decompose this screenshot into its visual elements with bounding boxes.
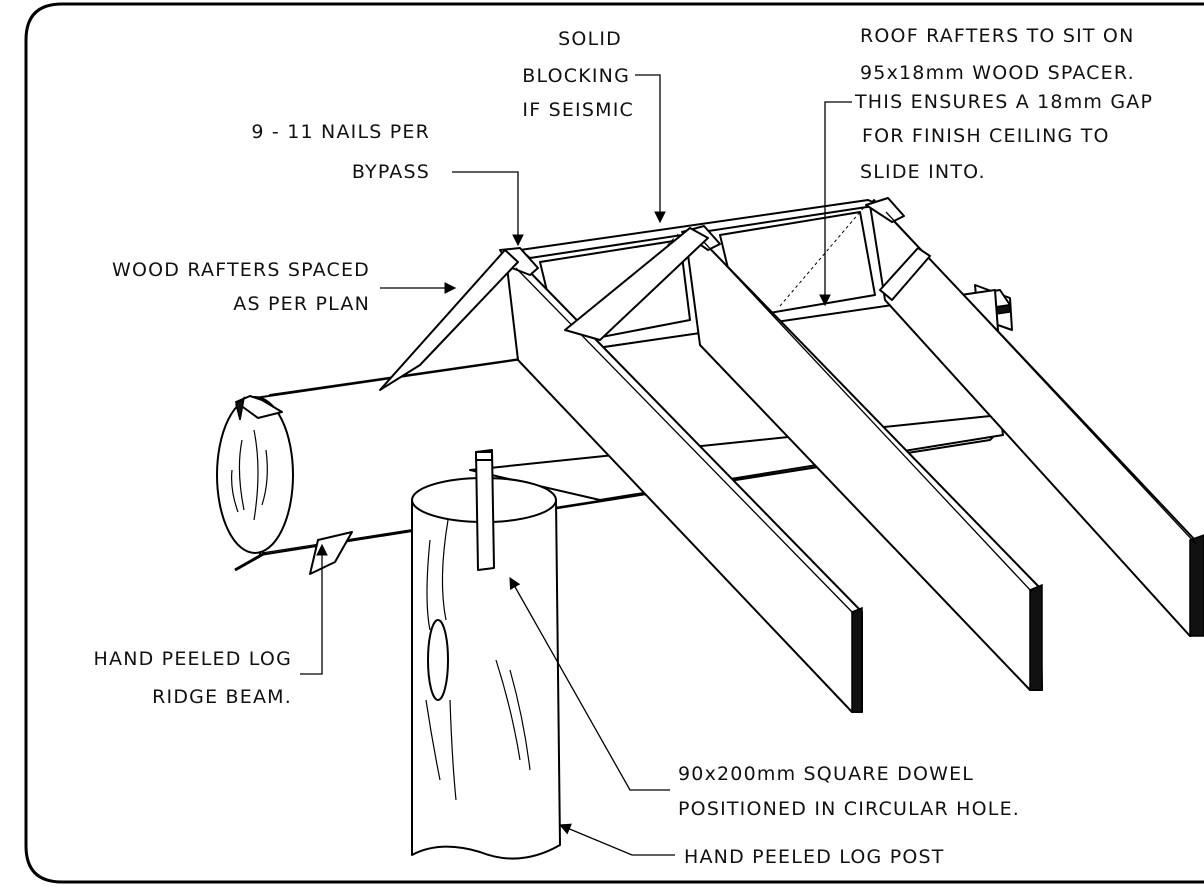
svg-text:THIS ENSURES A 18mm GAP: THIS ENSURES A 18mm GAP — [854, 91, 1153, 113]
svg-text:FOR FINISH CEILING TO: FOR FINISH CEILING TO — [862, 125, 1110, 147]
svg-text:HAND PEELED LOG POST: HAND PEELED LOG POST — [684, 846, 945, 868]
svg-text:9 - 11 NAILS PER: 9 - 11 NAILS PER — [251, 121, 430, 143]
label-wood-rafters: WOOD RAFTERS SPACED AS PER PLAN — [112, 259, 370, 315]
svg-text:WOOD RAFTERS SPACED: WOOD RAFTERS SPACED — [112, 259, 370, 281]
svg-text:AS PER PLAN: AS PER PLAN — [233, 293, 370, 315]
svg-text:ROOF RAFTERS TO SIT ON: ROOF RAFTERS TO SIT ON — [860, 25, 1135, 47]
label-dowel: 90x200mm SQUARE DOWEL POSITIONED IN CIRC… — [678, 763, 1020, 820]
rafter-2 — [564, 225, 1043, 691]
svg-text:SLIDE INTO.: SLIDE INTO. — [860, 161, 986, 183]
label-solid-blocking: SOLID BLOCKING IF SEISMIC — [522, 28, 634, 121]
svg-text:90x200mm SQUARE DOWEL: 90x200mm SQUARE DOWEL — [678, 763, 974, 785]
roof-rafters-leader — [819, 101, 852, 307]
dowel-leader — [509, 576, 670, 791]
blocking-hidden-line-2 — [779, 204, 867, 307]
solid-blocking-leader — [635, 74, 666, 224]
label-nails: 9 - 11 NAILS PER BYPASS — [251, 121, 430, 183]
log-post — [411, 449, 561, 860]
post-leader — [558, 823, 675, 856]
nails-leader — [452, 171, 524, 247]
svg-text:RIDGE BEAM.: RIDGE BEAM. — [152, 686, 292, 708]
label-post: HAND PEELED LOG POST — [684, 846, 945, 868]
svg-text:95x18mm WOOD SPACER.: 95x18mm WOOD SPACER. — [860, 62, 1135, 84]
rafter-1 — [379, 247, 863, 713]
svg-text:HAND PEELED LOG: HAND PEELED LOG — [94, 648, 292, 670]
svg-text:SOLID: SOLID — [558, 28, 622, 50]
label-ridge-beam: HAND PEELED LOG RIDGE BEAM. — [94, 648, 292, 708]
svg-text:IF SEISMIC: IF SEISMIC — [522, 99, 634, 121]
svg-text:POSITIONED IN CIRCULAR HOLE.: POSITIONED IN CIRCULAR HOLE. — [678, 798, 1020, 820]
drawing-border — [24, 2, 1204, 884]
rafter-3 — [865, 197, 1204, 637]
ridge-beam-leader — [300, 543, 328, 675]
label-roof-rafters: ROOF RAFTERS TO SIT ON 95x18mm WOOD SPAC… — [854, 25, 1153, 183]
svg-text:BYPASS: BYPASS — [352, 161, 430, 183]
svg-text:BLOCKING: BLOCKING — [522, 65, 630, 87]
